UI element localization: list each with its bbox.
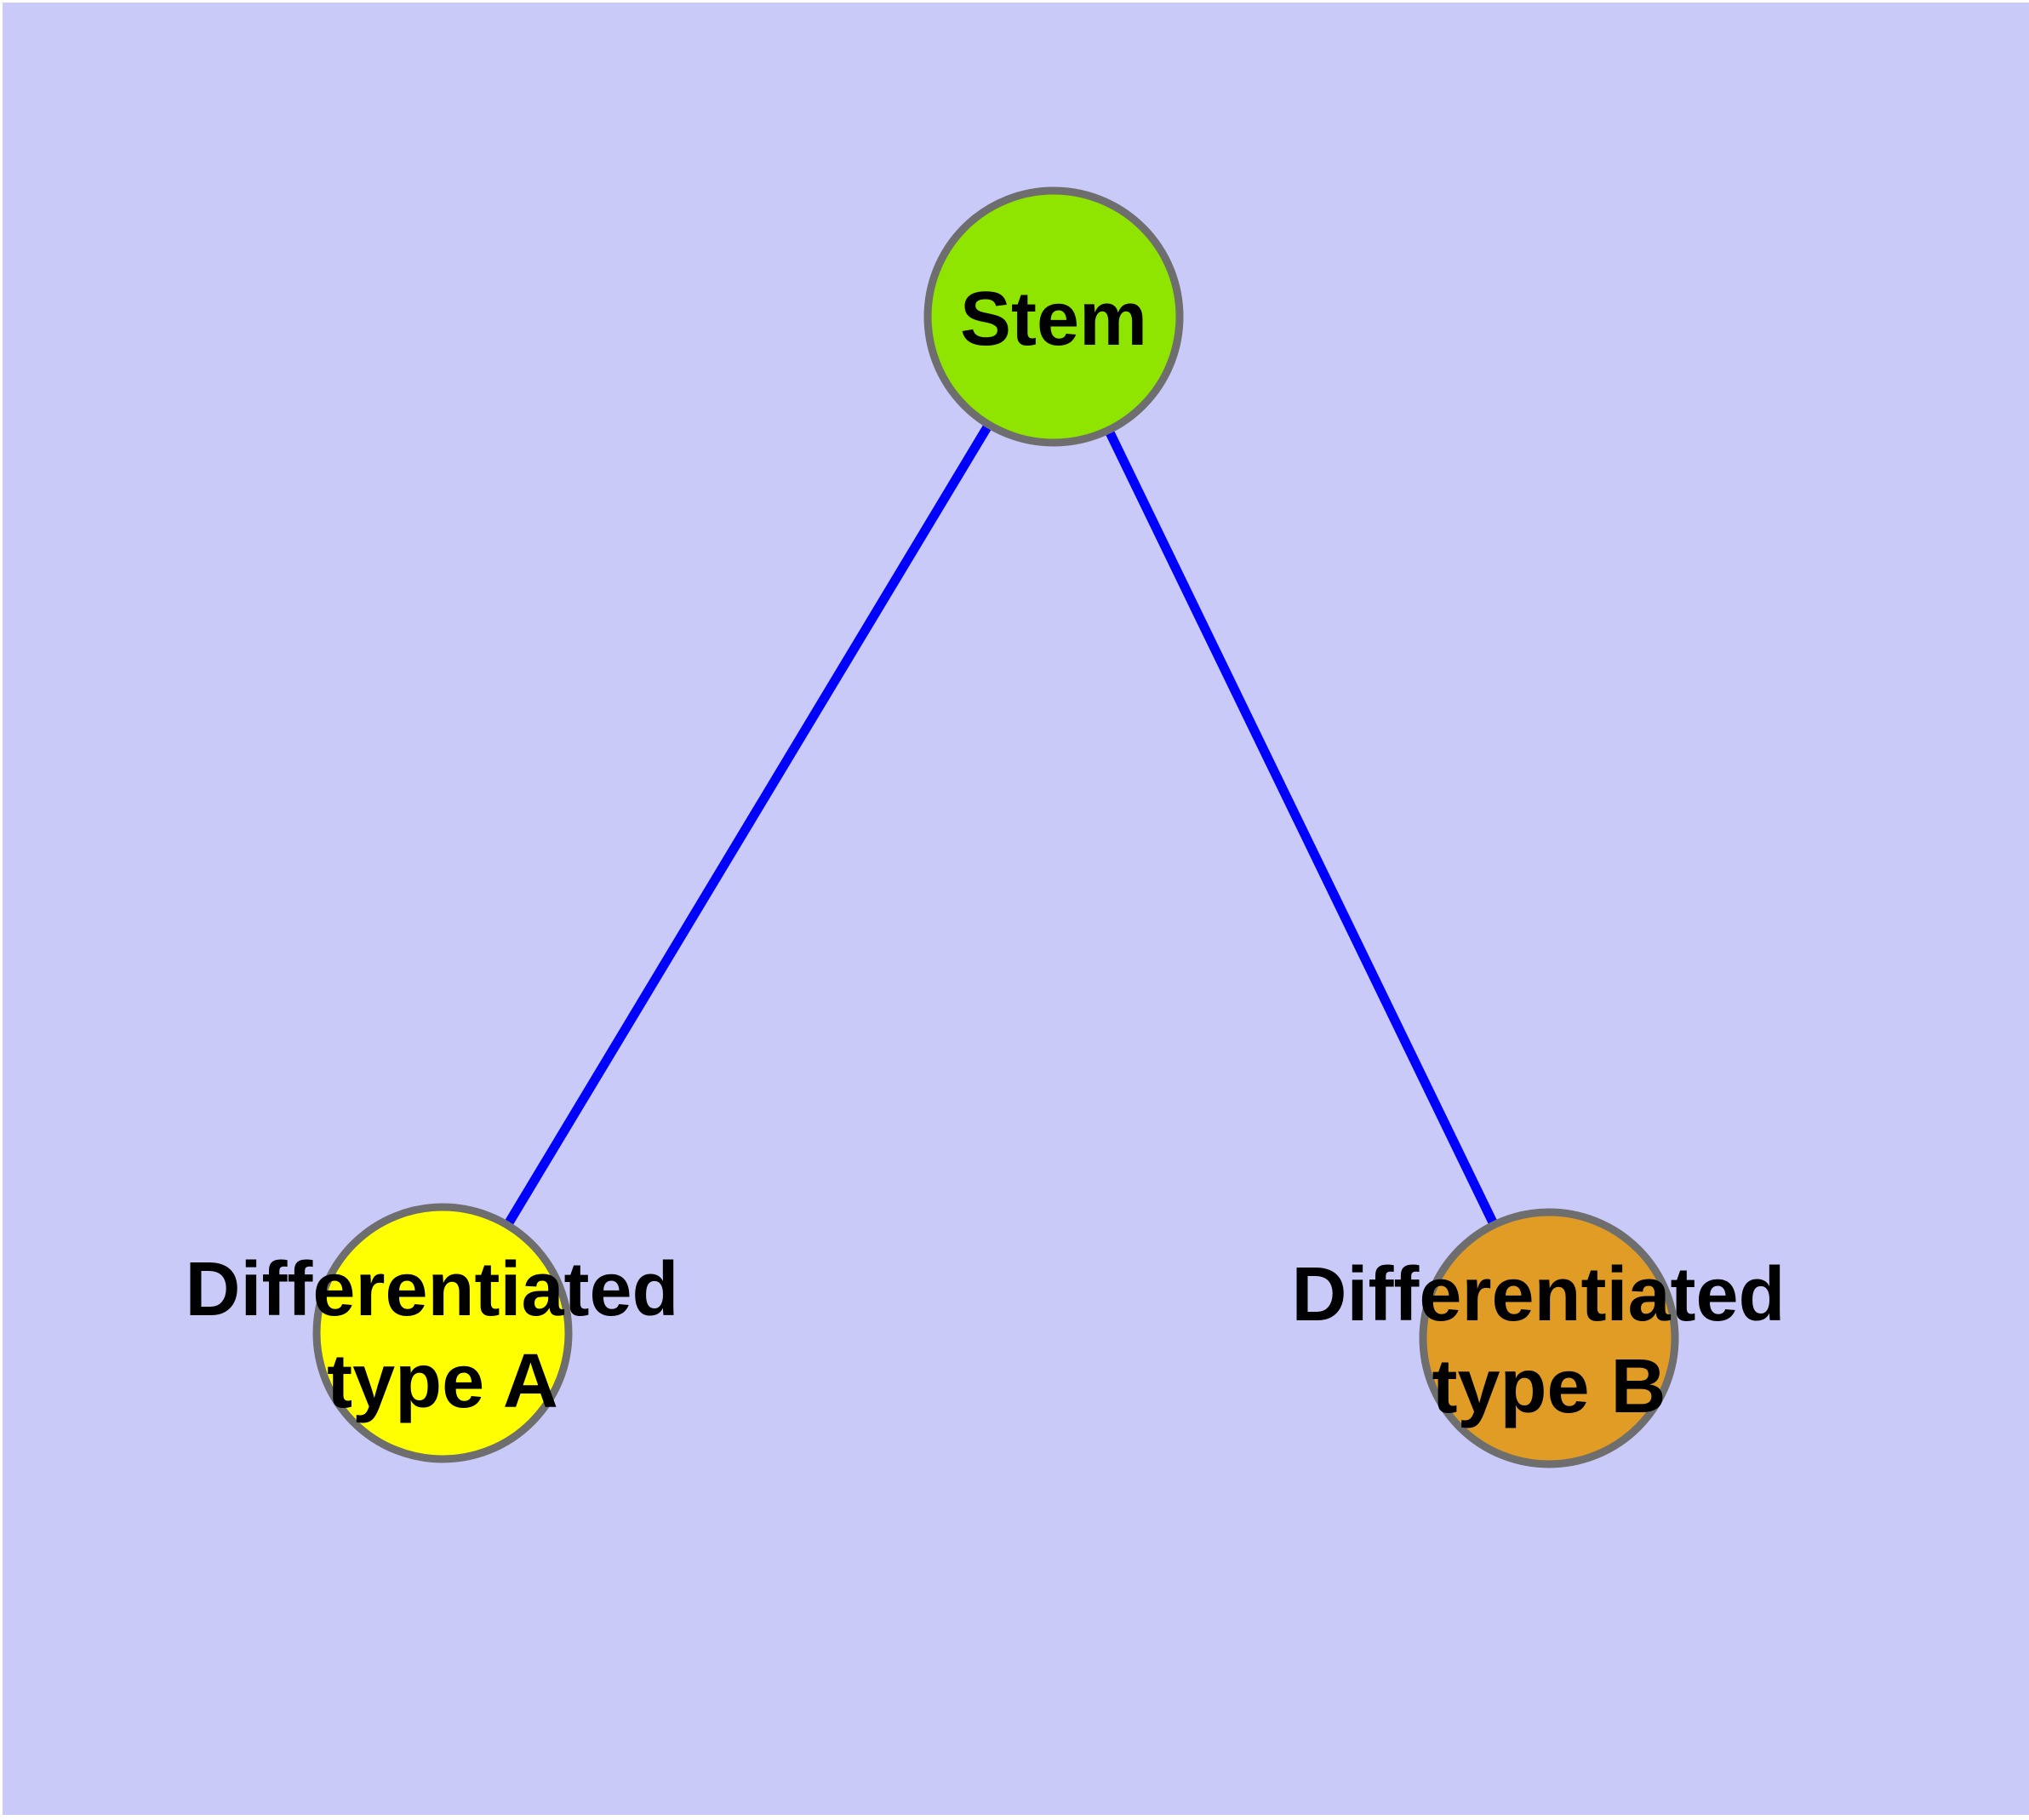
node-type-b-label: Differentiated type B (1291, 1252, 1806, 1429)
node-type-b-circle (1419, 1208, 1679, 1468)
node-stem-label: Stem (960, 277, 1147, 362)
node-type-a-circle (312, 1203, 573, 1463)
node-stem-circle (923, 186, 1184, 447)
node-type-a-label: Differentiated type A (185, 1247, 700, 1424)
node-type-b-label-line2: type B (1432, 1344, 1666, 1429)
node-type-a-label-line2: type A (327, 1339, 558, 1424)
edge-stem-to-type-a (438, 314, 1058, 1336)
node-type-a-label-line1: Differentiated (185, 1247, 678, 1332)
node-type-b-label-line1: Differentiated (1291, 1252, 1785, 1337)
edge-stem-to-type-b (1049, 314, 1553, 1341)
